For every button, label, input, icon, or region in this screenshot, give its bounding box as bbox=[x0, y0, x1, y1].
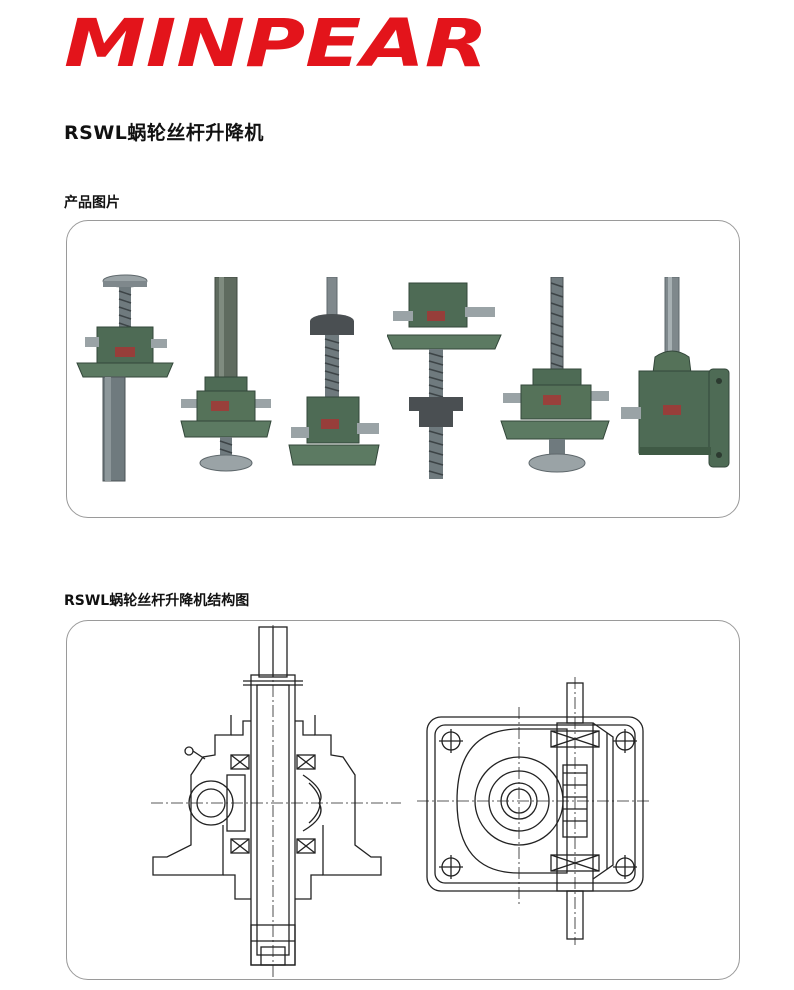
product-photos-panel bbox=[66, 220, 740, 518]
product-image-3 bbox=[285, 277, 385, 477]
section-title-structure: RSWL蜗轮丝杆升降机结构图 bbox=[64, 593, 250, 609]
structure-diagram-panel bbox=[66, 620, 740, 980]
brand-logo: MINPEAR bbox=[64, 12, 490, 72]
logo-text: MINPEAR bbox=[64, 12, 488, 72]
structure-top-view bbox=[417, 677, 657, 947]
product-image-2 bbox=[175, 277, 275, 477]
product-image-1 bbox=[75, 273, 175, 483]
product-image-4 bbox=[387, 277, 505, 487]
page-title: RSWL蜗轮丝杆升降机 bbox=[64, 122, 264, 144]
product-image-5 bbox=[497, 277, 617, 481]
structure-section-view bbox=[131, 625, 421, 977]
product-image-6 bbox=[621, 277, 733, 477]
section-title-photos: 产品图片 bbox=[64, 195, 120, 211]
